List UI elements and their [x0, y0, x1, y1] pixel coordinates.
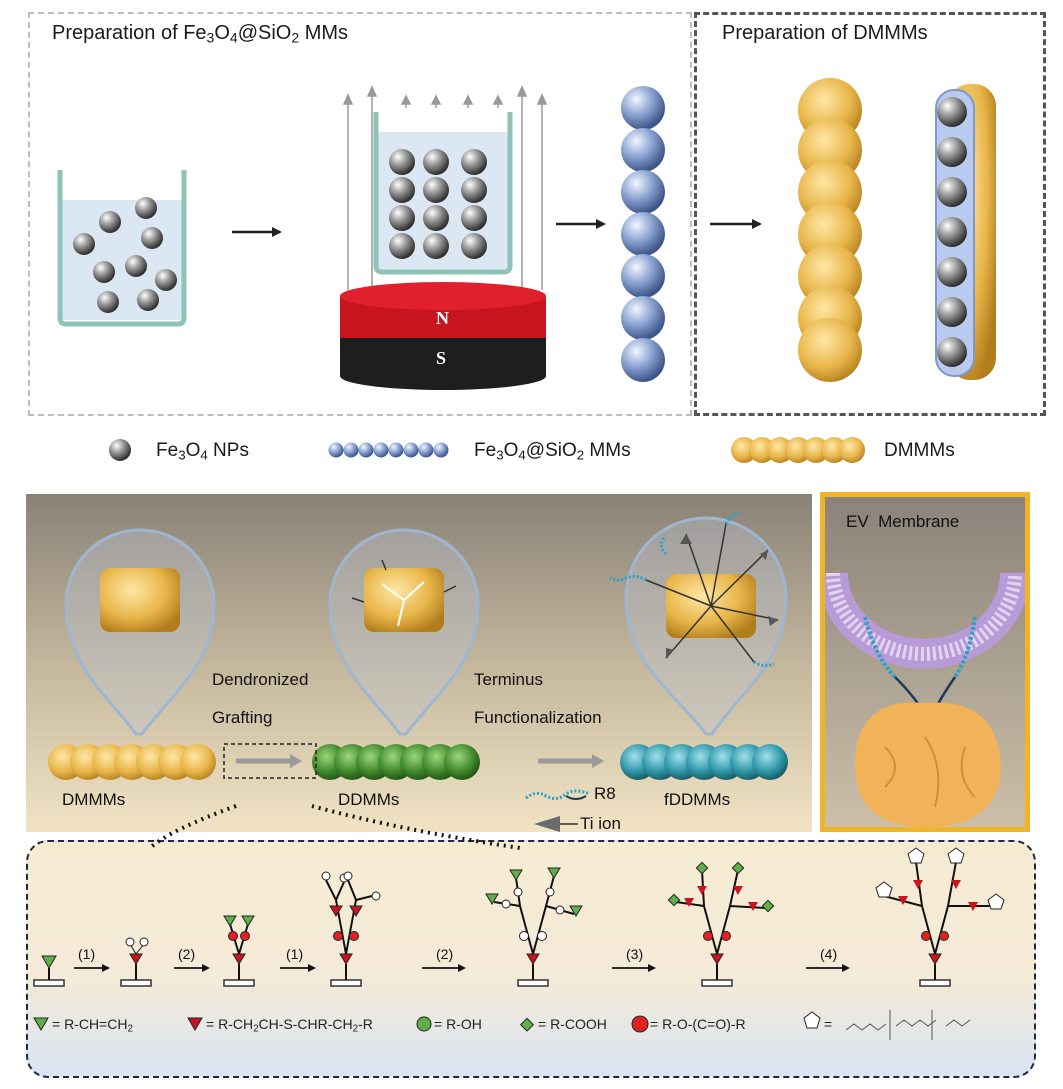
zoom-bulb-dmmm: [64, 528, 216, 736]
step-label-6: (4): [820, 946, 838, 962]
ti-ion-label: Ti ion: [580, 814, 621, 833]
key-pentagon-icon: [803, 1011, 821, 1029]
dendron-gen2: [321, 871, 381, 980]
legend-icons: [109, 437, 865, 463]
dendron-gen0: [41, 955, 57, 980]
magnet-south-label: S: [436, 348, 447, 368]
legend-mm-label: Fe3O4@SiO2 MMs: [474, 440, 631, 463]
dmmm-chain-gold: [798, 78, 862, 382]
ev-membrane-scheme: [825, 572, 1025, 827]
key-vinyl-label: = R-CH=CH2: [52, 1016, 133, 1035]
functionalization-label: Functionalization: [474, 708, 602, 727]
np-chains: [389, 149, 487, 259]
key-oh-label: = R-OH: [434, 1016, 482, 1032]
fddmms-label: fDDMMs: [664, 790, 731, 809]
lipid-bilayer: [825, 572, 1025, 669]
key-ester-icon: [631, 1015, 649, 1033]
prep-dmmm-title: Preparation of DMMMs: [722, 22, 928, 44]
key-pentagon-label: =: [824, 1016, 833, 1032]
beaker-with-chains: [373, 112, 513, 275]
r8-peptide-icon: [525, 789, 591, 801]
key-thioether-label: = R-CH2CH-S-CHR-CH2-R: [206, 1016, 373, 1035]
fe3o4-sio2-chain: [621, 86, 665, 382]
step-label-5: (3): [626, 946, 644, 962]
magnet: [340, 282, 546, 390]
fe3o4-np-group: [73, 197, 177, 313]
zoom-bulb-ddmm: [328, 528, 480, 736]
dmmm-chain-cross-section: [935, 84, 996, 380]
arrow-3: [710, 219, 762, 229]
key-cooh-label: = R-COOH: [538, 1016, 607, 1032]
ti-ion-icon: [534, 816, 578, 832]
legend-np-label: Fe3O4 NPs: [156, 440, 249, 463]
arrow-1: [232, 227, 282, 237]
magnet-field-lines: [342, 85, 548, 290]
dendron-gen2-cooh: [667, 861, 775, 980]
dmmm-chain-panel: [48, 744, 216, 780]
grafting-arrow: [223, 743, 317, 779]
dendron-final: [875, 847, 1005, 980]
ev-membrane-label: EV Membrane: [846, 512, 960, 531]
fddmm-chain-panel: [620, 744, 788, 780]
key-symbols: [33, 1010, 971, 1040]
dendron-gen2-vinyl: [485, 867, 583, 980]
step-label-3: (1): [286, 946, 304, 962]
functionalization-scheme: [48, 512, 788, 832]
dendron-steps: [33, 847, 1005, 1040]
legend-dm-icon: [731, 437, 865, 463]
dendron-gen1-ester: [223, 915, 255, 980]
key-ester-label: = R-O-(C=O)-R: [650, 1016, 746, 1032]
key-vinyl-icon: [33, 1017, 49, 1031]
key-thioether-icon: [187, 1017, 203, 1031]
ddmm-chain-panel: [312, 744, 480, 780]
step-label-4: (2): [436, 946, 454, 962]
dmmms-label: DMMMs: [62, 790, 126, 809]
key-cooh-icon: [519, 1017, 535, 1032]
step-label-1: (1): [78, 946, 96, 962]
ddmms-label: DDMMs: [338, 790, 400, 809]
dendron-gen1: [125, 937, 149, 980]
dendronized-label: Dendronized: [212, 670, 309, 689]
zoom-bulb-fddmm: [609, 512, 788, 736]
terminus-label: Terminus: [474, 670, 543, 689]
peptide-anchors: [863, 616, 977, 679]
prep-mm-frame: [28, 12, 692, 416]
magnet-north-label: N: [436, 308, 449, 328]
legend-mm-icon: [328, 442, 449, 458]
prep-mm-title: Preparation of Fe3O4@SiO2 MMs: [52, 22, 349, 46]
functionalization-arrow: [538, 754, 604, 768]
prep-dmmm-frame: [694, 12, 1046, 416]
arrow-2: [556, 219, 606, 229]
key-oh-icon: [416, 1016, 432, 1032]
beaker-np-solution: [57, 170, 187, 327]
legend-dm-label: DMMMs: [884, 440, 955, 461]
step-label-2: (2): [178, 946, 196, 962]
key-polymer-structure: [845, 1010, 971, 1040]
panel-connector-lines: [148, 804, 521, 850]
r8-label: R8: [594, 784, 616, 803]
legend-np-icon: [109, 439, 131, 461]
top-scheme: [57, 78, 996, 390]
grafting-label: Grafting: [212, 708, 273, 727]
porous-particle: [855, 702, 1001, 827]
